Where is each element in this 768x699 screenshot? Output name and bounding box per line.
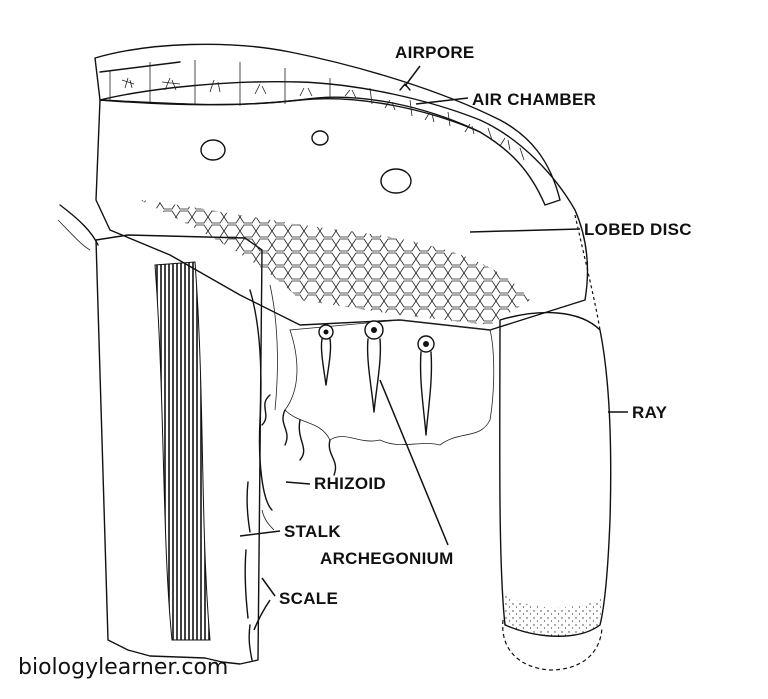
airpore-leader — [404, 65, 421, 87]
scales — [244, 481, 275, 661]
watermark: biologylearner.com — [18, 655, 228, 680]
archegonia — [318, 320, 435, 436]
label-air-chamber: AIR CHAMBER — [472, 90, 596, 109]
lobed-disc — [95, 81, 589, 331]
air-chamber-leader — [415, 97, 469, 105]
archegonium-1 — [318, 324, 334, 386]
archegonium-2 — [364, 320, 384, 413]
archegonium-3 — [417, 335, 435, 436]
stalk-leader — [239, 530, 281, 537]
lobed-disc-leader — [469, 228, 581, 233]
air-chamber-layer — [94, 43, 561, 206]
archegonium-leader — [379, 379, 449, 546]
label-stalk: STALK — [284, 522, 341, 541]
label-airpore: AIRPORE — [395, 43, 475, 62]
label-lobed-disc: LOBED DISC — [584, 220, 692, 239]
leader-lines — [239, 65, 628, 631]
scale-leader — [253, 577, 276, 631]
rhizoid-region — [249, 284, 495, 511]
ray — [499, 214, 612, 671]
rhizoid-leader — [285, 481, 311, 485]
stalk — [57, 204, 263, 665]
label-rhizoid: RHIZOID — [314, 474, 386, 493]
label-archegonium: ARCHEGONIUM — [320, 549, 454, 568]
label-scale: SCALE — [279, 589, 338, 608]
labels: AIRPORE AIR CHAMBER LOBED DISC RAY RHIZO… — [18, 43, 692, 680]
label-ray: RAY — [632, 403, 668, 422]
